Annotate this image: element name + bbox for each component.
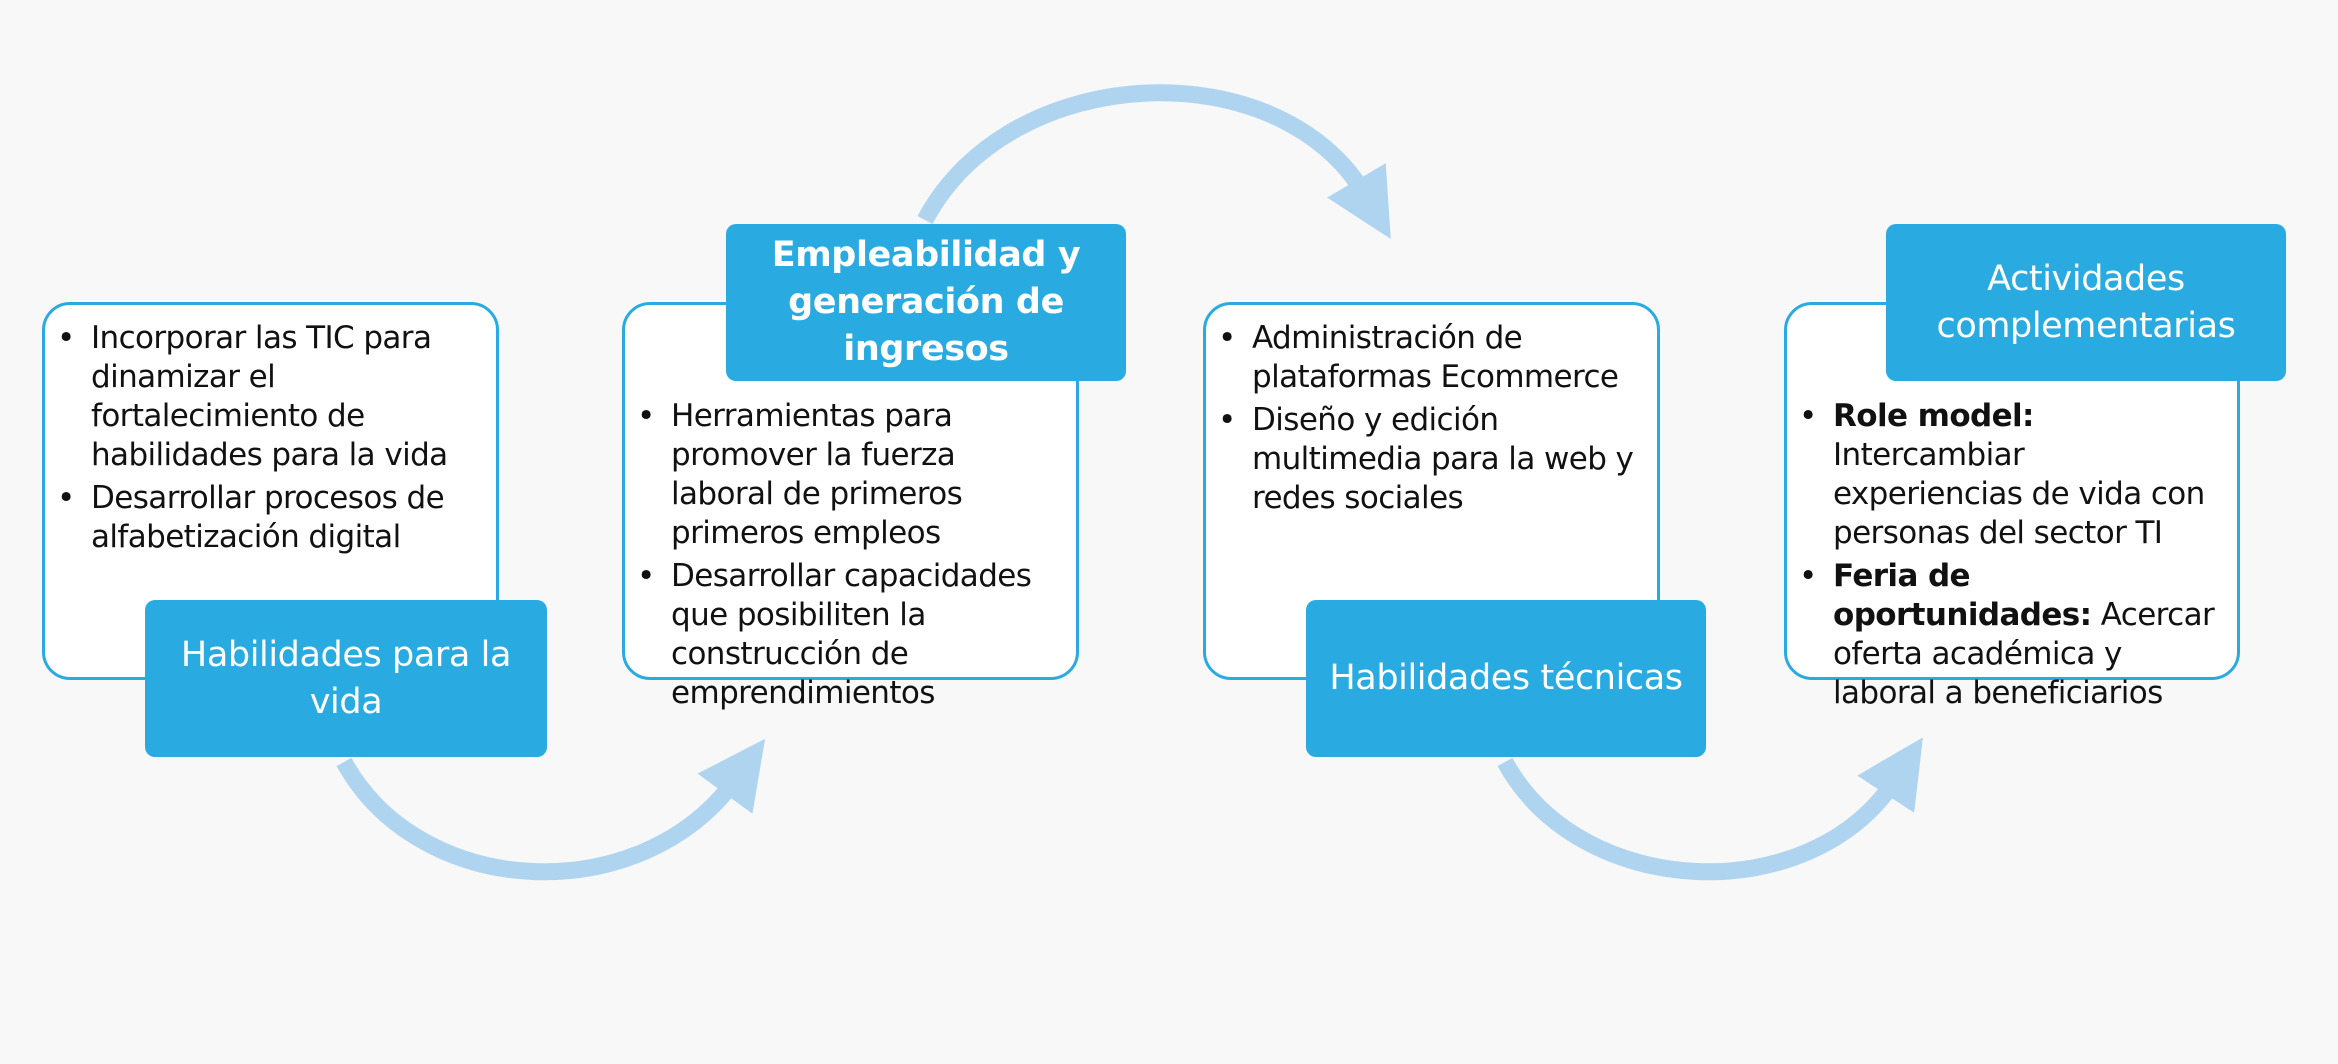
flow-arrow-1 (336, 738, 766, 881)
stage-4-item-2: Feria de oportunidades: Acercar oferta a… (1799, 557, 2219, 713)
stage-1-item-1: Incorporar las TIC para dinamizar el for… (57, 319, 477, 475)
stage-1-item-2: Desarrollar procesos de alfabetización d… (57, 479, 477, 557)
stage-3-item-1: Administración de plataformas Ecommerce (1218, 319, 1643, 397)
stage-4-bullets: Role model: Intercambiar experiencias de… (1799, 397, 2219, 717)
flow-arrow-3 (1497, 737, 1923, 881)
stage-1-bullets: Incorporar las TIC para dinamizar el for… (57, 319, 477, 561)
flow-arrow-2 (917, 84, 1391, 239)
stage-3-bullets: Administración de plataformas Ecommerce … (1218, 319, 1643, 522)
stage-2-bullets: Herramientas para promover la fuerza lab… (637, 397, 1062, 717)
stage-4-item-1: Role model: Intercambiar experiencias de… (1799, 397, 2219, 553)
stage-2-title: Empleabilidad y generación de ingresos (726, 224, 1126, 381)
stage-2-item-2: Desarrollar capacidades que posibiliten … (637, 557, 1062, 713)
stage-card-1: Incorporar las TIC para dinamizar el for… (42, 302, 499, 680)
stage-3-item-2: Diseño y edición multimedia para la web … (1218, 401, 1643, 518)
stage-3-title: Habilidades técnicas (1306, 600, 1706, 757)
stage-1-title: Habilidades para la vida (145, 600, 547, 757)
stage-2-item-1: Herramientas para promover la fuerza lab… (637, 397, 1062, 553)
stage-4-title: Actividades complementarias (1886, 224, 2286, 381)
